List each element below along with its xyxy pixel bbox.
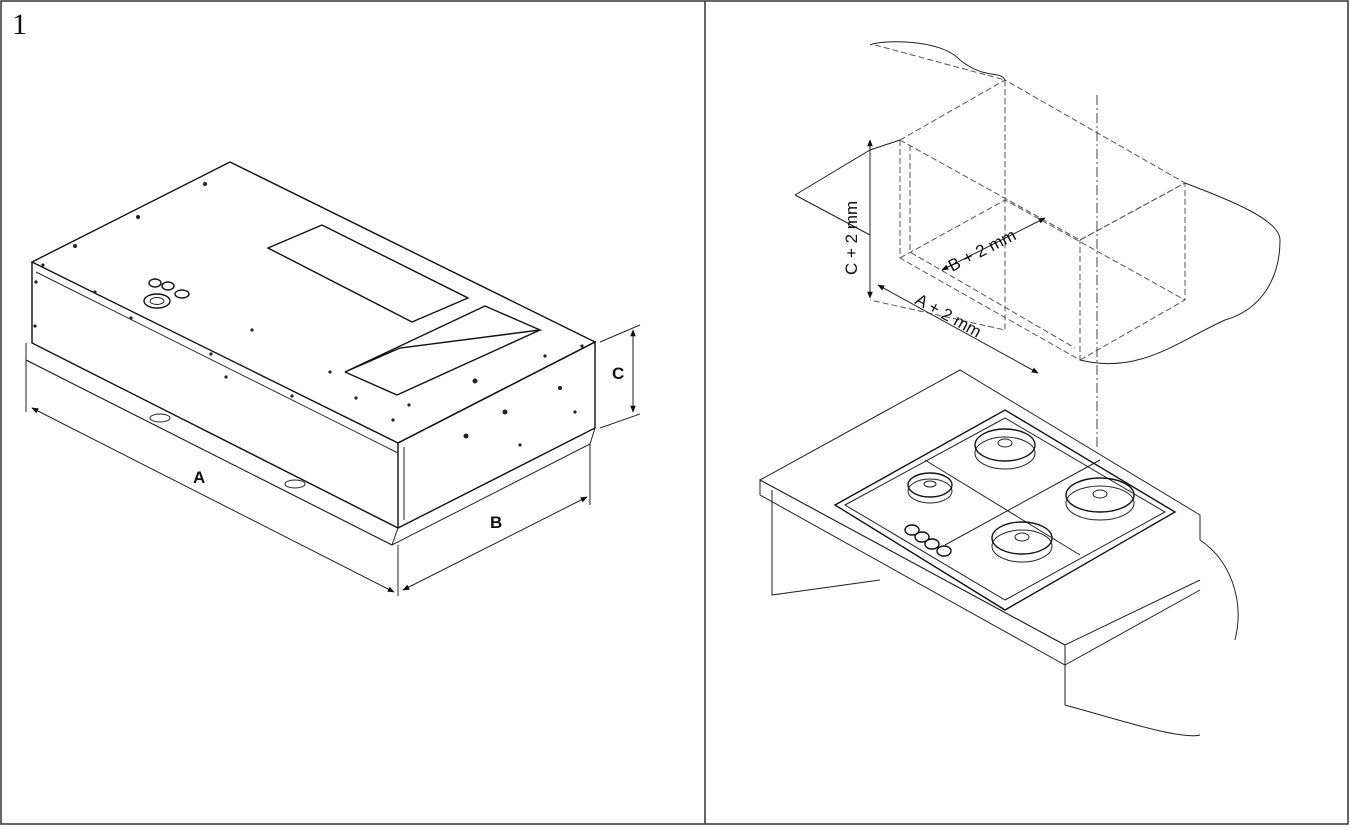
dimension-c2-label: C + 2 mm: [842, 201, 861, 275]
hob-drawing: [759, 369, 1239, 737]
cabinet-opening-top: [898, 79, 1187, 241]
burner-icon: [907, 472, 953, 504]
dimension-c-label: C: [612, 364, 624, 383]
hob-knobs: [904, 524, 952, 557]
dimension-b-label: B: [490, 513, 502, 532]
hood-dimensions: A B C: [25, 324, 641, 596]
hood-front-face: [31, 262, 399, 530]
cabinet-drawing: [794, 41, 1281, 450]
figure-number: 1: [12, 8, 27, 41]
dimension-a-label: A: [193, 468, 205, 487]
hood-vent-front: [344, 305, 543, 373]
burner-icon: [991, 521, 1053, 563]
hood-vent-rear: [266, 224, 470, 323]
hood-drawing: [25, 161, 597, 546]
hood-trim: [25, 343, 399, 546]
worktop-top: [759, 369, 1201, 540]
burner-icon: [974, 428, 1036, 470]
control-knob-icon: [143, 293, 171, 309]
control-button-icon: [174, 289, 190, 299]
control-button-icon: [161, 281, 175, 291]
control-button-icon: [148, 278, 162, 288]
hob-plate: [833, 409, 1177, 611]
dimension-b2-label: B + 2 mm: [945, 225, 1019, 275]
cabinet-dimensions: C + 2 mm A + 2 mm B + 2 mm: [842, 139, 1046, 374]
dimension-b2-line: [941, 217, 1046, 271]
dimension-b-line: [402, 496, 588, 591]
dimension-a2-line: [877, 284, 1039, 374]
dimension-a-line: [31, 407, 395, 593]
hood-side-face: [397, 340, 596, 529]
hood-trim-bottom: [25, 359, 596, 546]
burner-icon: [1065, 477, 1135, 521]
dimension-a2-label: A + 2 mm: [912, 290, 984, 342]
hood-top-face: [30, 161, 597, 444]
